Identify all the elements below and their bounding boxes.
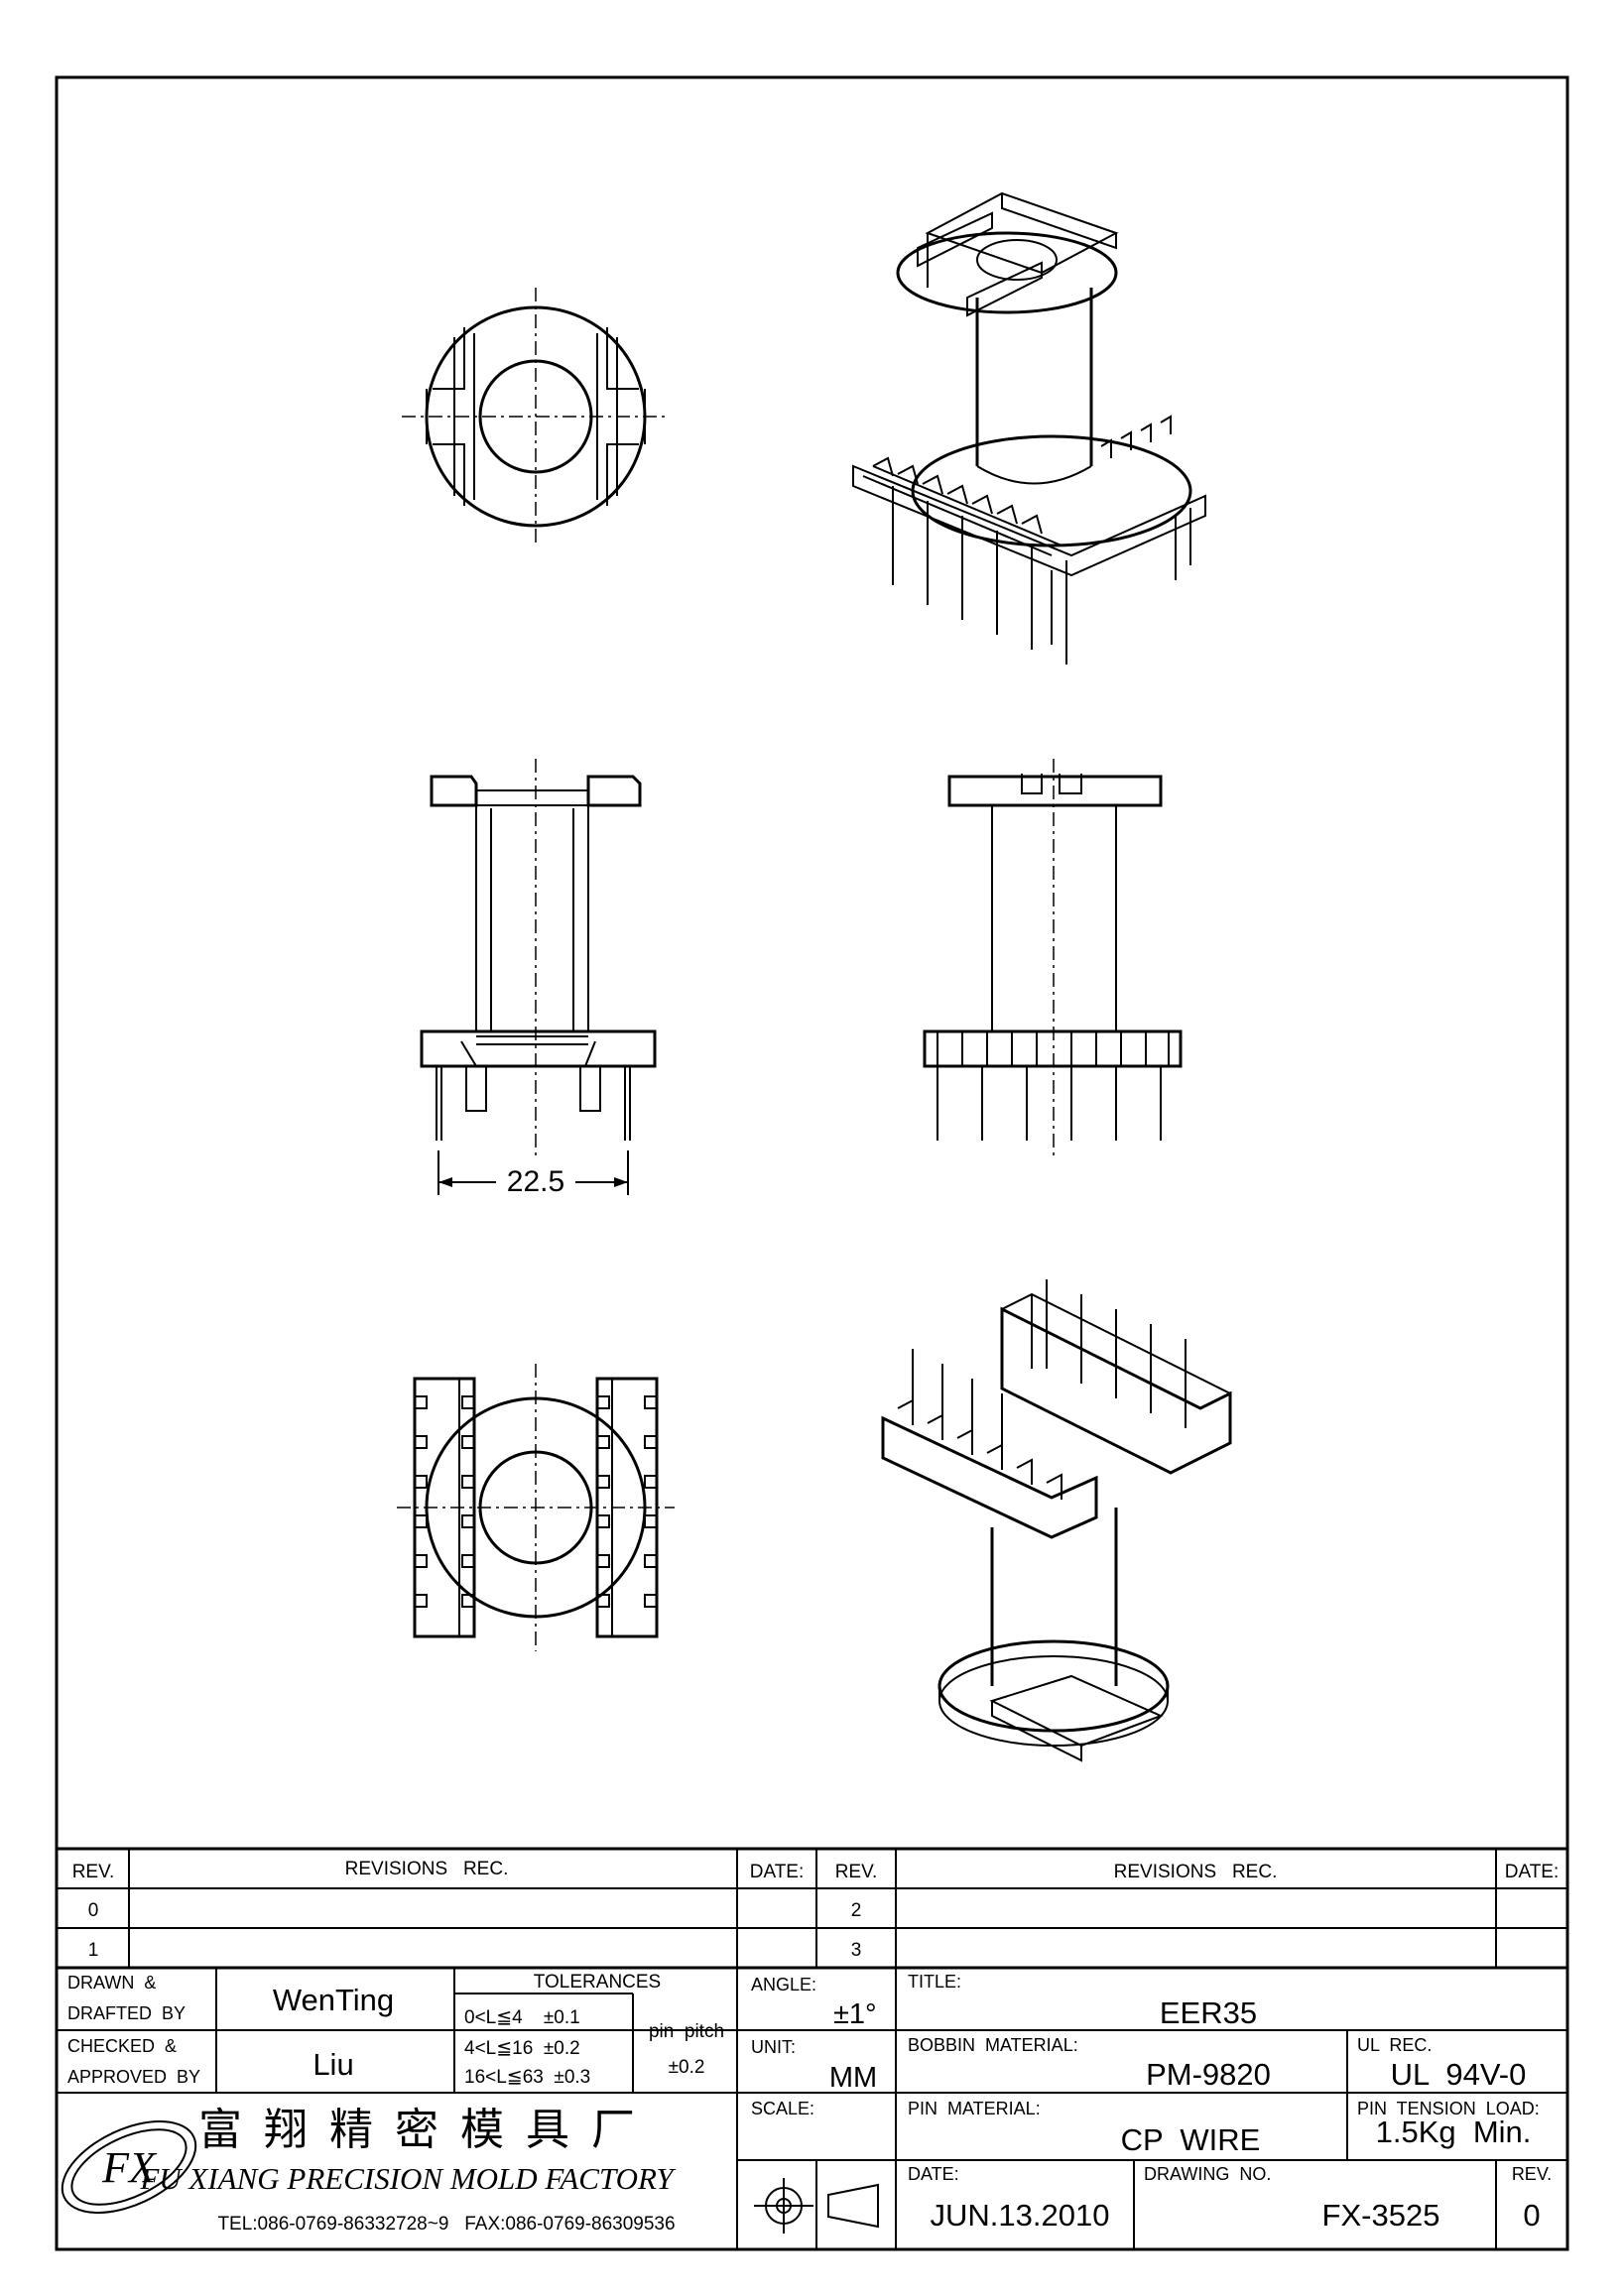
bobbin-material-label: BOBBIN MATERIAL: — [908, 2035, 1078, 2055]
rev-row-1: 1 — [88, 1940, 99, 1961]
tolerance-row-3: 16<L≦63 ±0.3 — [464, 2067, 590, 2088]
pin-material-label: PIN MATERIAL: — [908, 2099, 1041, 2118]
tolerance-row-1: 0<L≦4 ±0.1 — [464, 2007, 580, 2028]
bobbin-material-value: PM-9820 — [1146, 2057, 1271, 2092]
rev-row-0: 0 — [88, 1900, 99, 1921]
ul-rec-label: UL REC. — [1357, 2035, 1432, 2055]
date-header-left: DATE: — [750, 1862, 805, 1882]
sheet-border — [55, 75, 1569, 2251]
drawn-label-1: DRAWN & — [67, 1973, 156, 1993]
drawing-no-value: FX-3525 — [1322, 2198, 1440, 2233]
title-block: DRAWN & DRAFTED BY WenTing CHECKED & APP… — [57, 1968, 1567, 2249]
date-label: DATE: — [908, 2164, 959, 2184]
rev-row-3: 3 — [851, 1940, 862, 1961]
revisions-header-left: REVISIONS REC. — [345, 1859, 509, 1879]
top-view — [402, 288, 670, 545]
date-header-right: DATE: — [1505, 1862, 1560, 1882]
drawing-no-label: DRAWING NO. — [1144, 2164, 1271, 2184]
pin-pitch-label: pin pitch — [649, 2021, 724, 2042]
pin-tension-label: PIN TENSION LOAD: — [1357, 2099, 1540, 2118]
unit-value: MM — [829, 2062, 877, 2094]
title-label: TITLE: — [908, 1972, 961, 1992]
company-block: FX 富 翔 精 密 模 具 厂 FU XIANG PRECISION MOLD… — [61, 2106, 676, 2235]
title-value: EER35 — [1160, 1995, 1257, 2030]
isometric-view-top — [852, 191, 1206, 665]
company-contact: TEL:086-0769-86332728~9 FAX:086-0769-863… — [217, 2214, 675, 2235]
angle-label: ANGLE: — [751, 1975, 816, 1994]
revisions-table: REV. REVISIONS REC. DATE: REV. REVISIONS… — [57, 1847, 1567, 1970]
scale-label: SCALE: — [751, 2099, 814, 2118]
rev-header-left: REV. — [72, 1862, 115, 1882]
bottom-view — [397, 1364, 675, 1651]
angle-value: ±1° — [833, 1998, 877, 2030]
logo-text: FX — [101, 2143, 158, 2192]
projection-symbol-icon — [754, 2178, 879, 2234]
drawn-label-2: DRAFTED BY — [67, 2003, 186, 2023]
dimension-label: 22.5 — [507, 1165, 564, 1198]
date-value: JUN.13.2010 — [931, 2198, 1110, 2233]
pin-material-value: CP WIRE — [1121, 2122, 1261, 2157]
ul-rec-value: UL 94V-0 — [1391, 2057, 1527, 2092]
rev-header-right: REV. — [835, 1862, 878, 1882]
rev-row-2: 2 — [851, 1900, 862, 1921]
checked-label-2: APPROVED BY — [67, 2067, 200, 2087]
company-name-chinese: 富 翔 精 密 模 具 厂 — [198, 2106, 635, 2154]
rev-label: REV. — [1512, 2164, 1552, 2184]
isometric-view-bottom — [881, 1279, 1232, 1762]
tolerance-row-2: 4<L≦16 ±0.2 — [464, 2038, 580, 2059]
side-view-right — [923, 759, 1183, 1160]
pin-tension-value: 1.5Kg Min. — [1376, 2115, 1532, 2149]
revisions-header-right: REVISIONS REC. — [1114, 1862, 1278, 1882]
rev-value: 0 — [1523, 2198, 1540, 2233]
company-name-english: FU XIANG PRECISION MOLD FACTORY — [139, 2161, 676, 2196]
pin-pitch-value: ±0.2 — [669, 2057, 705, 2078]
checked-by-value: Liu — [312, 2047, 353, 2082]
drawn-by-value: WenTing — [273, 1983, 394, 2017]
tolerances-label: TOLERANCES — [534, 1972, 661, 1993]
side-view-left: 22.5 — [420, 759, 657, 1198]
checked-label-1: CHECKED & — [67, 2036, 177, 2056]
unit-label: UNIT: — [751, 2037, 796, 2057]
company-logo-icon: FX — [61, 2120, 197, 2214]
